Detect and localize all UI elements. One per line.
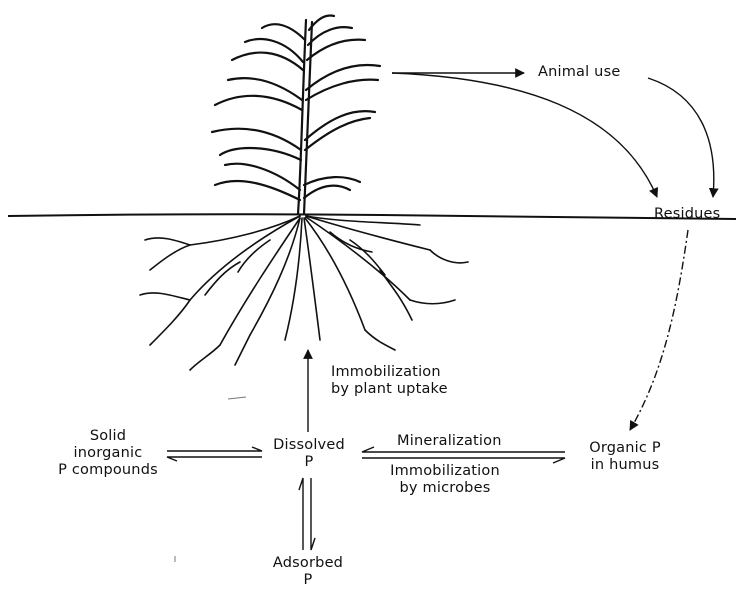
label-line: P — [263, 454, 355, 471]
label-line: P — [262, 572, 354, 589]
label-line: by plant uptake — [331, 381, 448, 398]
leaf — [232, 53, 303, 70]
leaf — [245, 39, 303, 62]
label-line: Organic P — [575, 440, 675, 457]
leaf — [306, 65, 380, 90]
label-mineralization: Mineralization — [397, 433, 502, 450]
label-dissolved-p: Dissolved P — [263, 437, 355, 471]
leaf — [305, 111, 375, 140]
arrow-adsorbed-to-dissolved — [299, 478, 303, 550]
leaf — [262, 24, 305, 40]
label-immobilization-plant-uptake: Immobilization by plant uptake — [331, 364, 448, 398]
label-adsorbed-p: Adsorbed P — [262, 555, 354, 589]
label-line: Solid — [48, 428, 168, 445]
leaf — [215, 181, 300, 200]
label-line: inorganic — [48, 445, 168, 462]
plant-shoot — [212, 16, 380, 214]
plant-roots — [140, 216, 468, 370]
label-line: P compounds — [48, 462, 168, 479]
label-line: by microbes — [380, 480, 510, 497]
leaf — [305, 118, 370, 150]
leaf — [308, 27, 352, 45]
leaf — [304, 177, 360, 185]
ground-line — [8, 214, 736, 219]
leaf — [215, 96, 302, 110]
arrow-residues-to-organic-p — [630, 230, 688, 430]
label-line: Immobilization — [380, 463, 510, 480]
label-immobilization-microbes: Immobilization by microbes — [380, 463, 510, 497]
leaf — [212, 129, 301, 150]
label-line: Adsorbed — [262, 555, 354, 572]
leaf — [304, 186, 350, 198]
arrow-animal-to-residues — [648, 78, 714, 197]
label-solid-inorganic: Solid inorganic P compounds — [48, 428, 168, 479]
arrow-solid-to-dissolved — [167, 447, 262, 451]
label-line: Immobilization — [331, 364, 448, 381]
leaf — [307, 40, 365, 60]
label-organic-p: Organic P in humus — [575, 440, 675, 474]
arrow-dissolved-to-solid — [167, 457, 262, 461]
leaf — [220, 148, 301, 160]
label-residues: Residues — [654, 206, 720, 223]
label-animal-use: Animal use — [538, 64, 620, 81]
speck — [228, 397, 246, 399]
label-line: Dissolved — [263, 437, 355, 454]
leaf — [225, 164, 300, 190]
arrow-dissolved-to-adsorbed — [311, 478, 315, 550]
label-line: in humus — [575, 457, 675, 474]
arrow-plant-to-residues — [392, 73, 657, 197]
